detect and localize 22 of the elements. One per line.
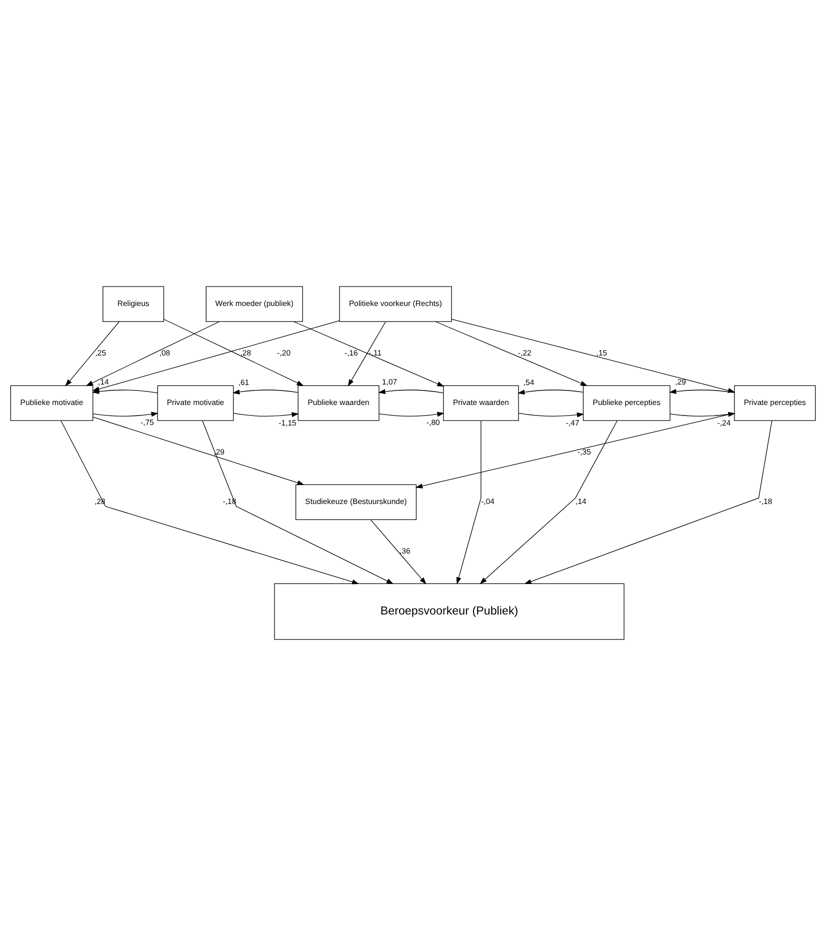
arrow [378, 389, 444, 394]
arrow [480, 420, 618, 584]
arrow [92, 389, 158, 394]
arrow [293, 321, 444, 387]
arrow [435, 321, 588, 386]
arrow [370, 519, 426, 584]
arrow [164, 318, 304, 386]
node-box: Beroepsvoorkeur (Publiek) [274, 583, 624, 640]
arrow [232, 389, 298, 394]
arrow [524, 420, 772, 584]
arrow [518, 390, 584, 395]
arrow [60, 420, 360, 584]
arrow [456, 420, 482, 584]
arrow [65, 321, 120, 386]
arrow [86, 321, 220, 386]
arrow [518, 412, 584, 418]
arrow [378, 412, 444, 417]
arrow [92, 416, 304, 486]
arrow [233, 412, 299, 418]
arrow [92, 412, 158, 417]
arrow [202, 420, 394, 584]
arrow [348, 321, 386, 386]
